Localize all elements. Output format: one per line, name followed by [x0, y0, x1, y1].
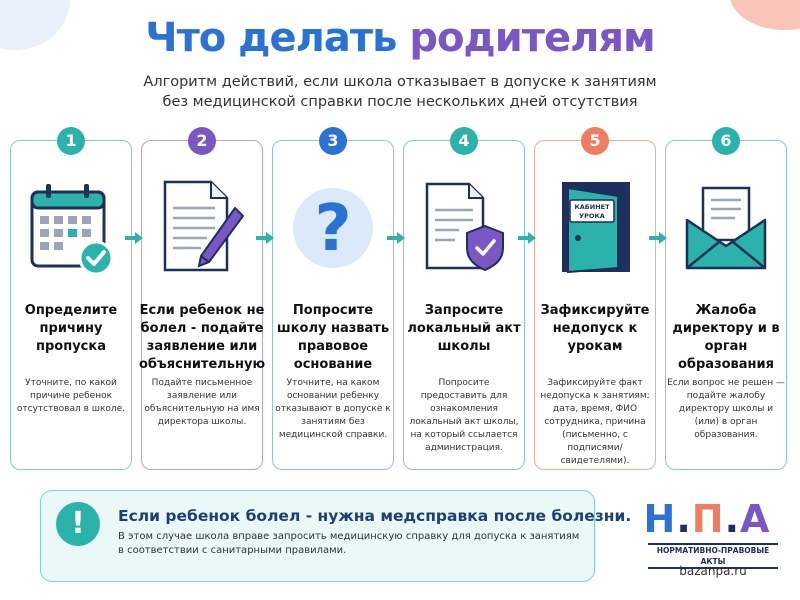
note-title: Если ребенок болел - нужна медсправка по… — [118, 507, 632, 525]
arrow-right-icon — [649, 232, 667, 244]
step-description-5: Зафиксируйте факт недопуска к занятиям: … — [540, 378, 650, 466]
arrow-right-icon — [125, 232, 143, 244]
document-shield-icon — [425, 182, 504, 272]
step-heading-2: Если ребенок не болел - подайте заявлени… — [139, 303, 266, 372]
site-link[interactable]: bazanpa.ru — [679, 564, 747, 578]
classroom-door-icon: КАБИНЕТ УРОКА — [562, 182, 630, 274]
logo-subtitle: НОРМАТИВНО-ПРАВОВЫЕ АКТЫ — [648, 543, 778, 569]
step-heading-6: Жалоба директору и в орган образования — [672, 303, 780, 372]
envelope-letter-icon — [685, 186, 767, 270]
step-number-6: 6 — [712, 127, 740, 155]
step-description-1: Уточните, по какой причине ребенок отсут… — [16, 378, 126, 414]
step-number-4: 4 — [450, 127, 478, 155]
step-description-2: Подайте письменное заявление или объясни… — [144, 378, 260, 427]
step-description-3: Уточните, на каком основании ребенку отк… — [275, 378, 391, 440]
step-number-3: 3 — [319, 127, 347, 155]
step-number-2: 2 — [188, 127, 216, 155]
step-description-6: Если вопрос не решен — подайте жалобу ди… — [667, 378, 785, 440]
arrow-right-icon — [256, 232, 274, 244]
page-subtitle: Алгоритм действий, если школа отказывает… — [143, 74, 657, 110]
arrow-right-icon — [387, 232, 405, 244]
arrow-right-icon — [518, 232, 536, 244]
step-description-4: Попросите предоставить для ознакомления … — [409, 378, 519, 453]
page-title: Что делать родителям — [145, 15, 656, 61]
step-number-1: 1 — [57, 127, 85, 155]
document-pen-icon — [163, 180, 245, 272]
note-text: В этом случае школа вправе запросить мед… — [118, 531, 580, 556]
step-heading-5: Зафиксируйте недопуск к урокам — [540, 303, 650, 354]
step-heading-1: Определите причину пропуска — [24, 303, 118, 354]
calendar-check-icon — [30, 184, 114, 276]
step-heading-4: Запросите локальный акт школы — [407, 303, 521, 354]
exclamation-icon: ! — [56, 502, 100, 546]
step-heading-3: Попросите школу назвать правовое основан… — [276, 303, 390, 372]
svg-text:?: ? — [314, 192, 351, 266]
step-number-5: 5 — [581, 127, 609, 155]
door-sign-line-1: КАБИНЕТ — [574, 203, 610, 211]
logo: Н.П.А — [643, 497, 771, 541]
note-box — [40, 490, 595, 582]
door-sign-line-2: УРОКА — [579, 212, 605, 220]
question-mark-icon: ? — [293, 188, 373, 268]
